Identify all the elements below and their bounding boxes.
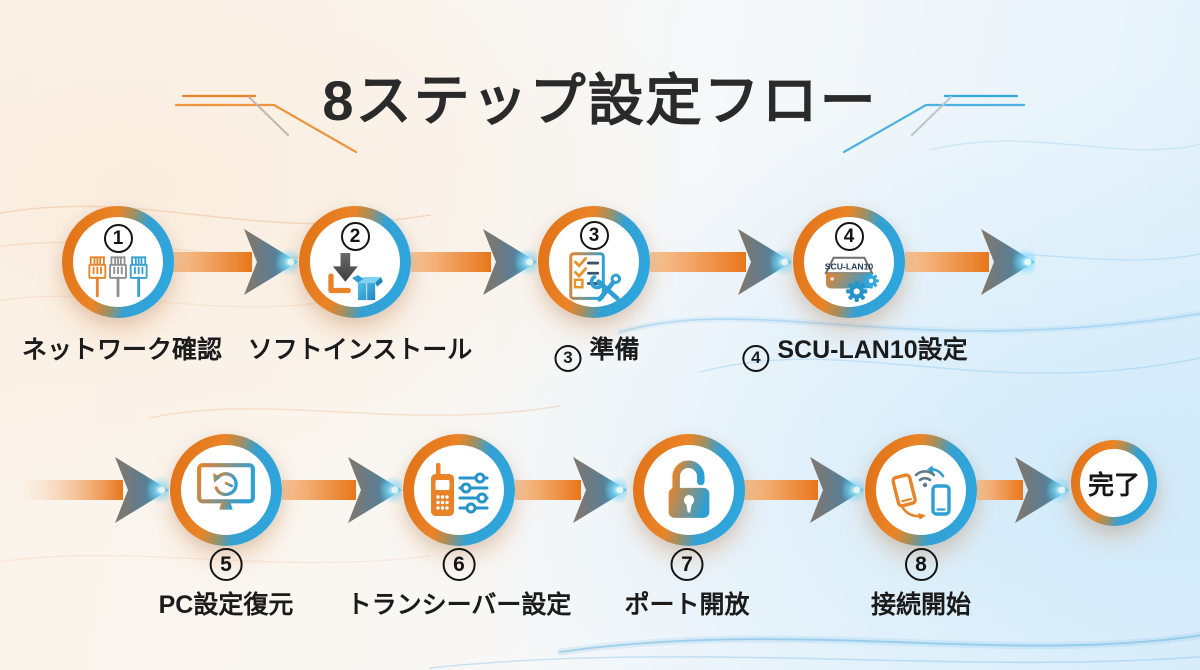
wifi-icon xyxy=(914,470,936,482)
step-node-5 xyxy=(170,434,282,546)
pc-restore-icon xyxy=(197,463,255,515)
step-number-badge: 5 xyxy=(209,548,243,581)
scu-lan10-device-icon: SCU-LAN10 xyxy=(824,256,879,302)
step-number-badge: 3 xyxy=(579,221,609,250)
gear-icon xyxy=(863,273,879,289)
step-node-8 xyxy=(865,434,977,546)
flow-arrow xyxy=(411,229,537,295)
step-number-badge: 2 xyxy=(340,222,370,251)
flow-arrow xyxy=(905,229,1035,295)
devices-connect-icon xyxy=(891,465,951,519)
final-label: 完了 xyxy=(1087,469,1140,500)
flow-arrow xyxy=(172,229,298,295)
open-padlock-icon xyxy=(668,460,710,518)
final-node: 完了 xyxy=(1071,440,1157,526)
flow-arrow xyxy=(977,457,1069,523)
step-node-7 xyxy=(633,434,745,546)
page-title: 8ステップ設定フロー xyxy=(322,69,878,132)
flow-arrow xyxy=(740,457,864,523)
step-label: 5 PC設定復元 xyxy=(159,548,293,621)
step-label: ソフトインストール xyxy=(247,336,473,364)
step-number-badge: 4 xyxy=(742,344,770,372)
flow-arrow xyxy=(282,457,402,523)
lan-cables-icon xyxy=(88,256,148,298)
step-label: 7 ポート開放 xyxy=(624,548,750,621)
flow-arrow xyxy=(515,457,627,523)
step-label: 6 トランシーバー設定 xyxy=(347,548,571,621)
step-number-badge: 3 xyxy=(554,344,582,372)
step-number-badge: 1 xyxy=(103,224,133,253)
step-number-badge: 8 xyxy=(904,548,938,581)
flow-arrow xyxy=(650,229,792,295)
step-node-4: 4 SCU-LAN10 xyxy=(793,206,905,318)
step-label: ネットワーク確認 xyxy=(21,336,223,364)
flow-arrow xyxy=(18,457,169,523)
step-number-badge: 4 xyxy=(834,222,864,251)
step-node-3: 3 xyxy=(538,206,650,318)
software-install-icon xyxy=(328,252,383,301)
step-number-badge: 7 xyxy=(670,548,704,581)
step-node-6 xyxy=(403,434,515,546)
step-node-2: 2 xyxy=(299,206,411,318)
device-label: SCU-LAN10 xyxy=(825,261,874,271)
step-number-badge: 6 xyxy=(442,548,476,581)
step-node-1: 1 xyxy=(62,206,174,318)
gear-icon xyxy=(846,280,868,302)
transceiver-settings-icon xyxy=(431,463,489,516)
checklist-tools-icon xyxy=(569,252,622,302)
step-label: 8 接続開始 xyxy=(871,548,971,621)
